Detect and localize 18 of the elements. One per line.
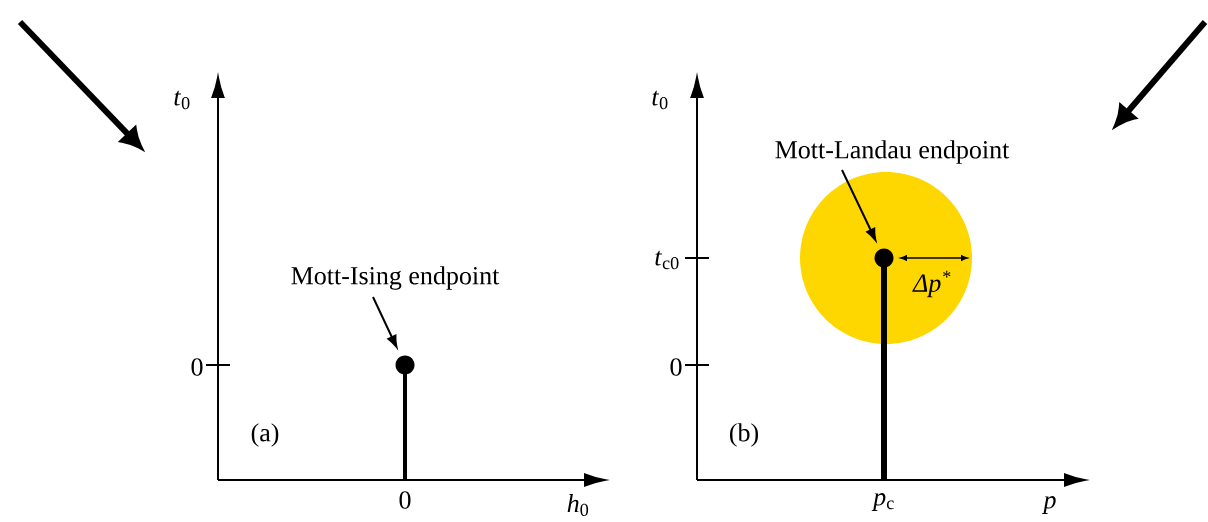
endpoint-dot [395,355,415,375]
panel-label: (b) [730,423,758,447]
tick-label: 0 [399,491,411,509]
endpoint-dot [874,248,894,268]
callout-text: Mott-Landau endpoint [775,140,1010,164]
callout-text: Mott-Ising endpoint [291,266,500,290]
axis-label: t$_{0}$ [174,90,190,110]
tick-label: 0 [191,358,203,376]
tick-label: t$_{c0}$ [655,250,679,270]
tick-label: 0 [670,358,682,376]
leader-line [841,169,877,241]
axis-label: p [1042,496,1056,514]
axis-label: h$_{0}$ [567,494,589,516]
panel-label: (a) [251,423,279,447]
distance-label: Δp$^{*}$ [912,270,951,298]
tick-label: p$_{c}$ [871,493,894,511]
axis-label: t$_{0}$ [652,90,668,110]
leader-line [372,296,398,348]
